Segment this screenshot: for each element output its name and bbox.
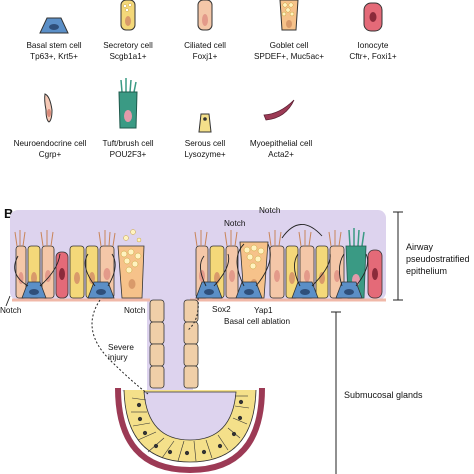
submucosal-label: Submucosal glands — [344, 390, 423, 400]
legend-ciliated-markers: Foxj1+ — [193, 52, 218, 61]
notch-label-top2: Notch — [259, 206, 281, 215]
ionocyte-right — [367, 249, 383, 299]
lineage-arrows-right — [200, 224, 369, 287]
submucosal-gland — [115, 387, 265, 474]
airway-label-3: epithelium — [406, 266, 447, 276]
panel-b-label: B — [4, 206, 13, 221]
legend-goblet-markers: SPDEF+, Muc5ac+ — [254, 52, 324, 61]
ciliated-cell-icon — [197, 0, 213, 31]
legend-serous-markers: Lysozyme+ — [184, 150, 226, 159]
notch-label-left: Notch — [0, 306, 22, 315]
legend-tuft-name: Tuft/brush cell — [102, 139, 153, 148]
gland-duct — [149, 299, 199, 389]
notch-label-mid: Notch — [124, 306, 146, 315]
airway-label-2: pseudostratified — [406, 254, 470, 264]
ionocyte-icon — [363, 2, 383, 32]
legend-basal-name: Basal stem cell — [26, 41, 81, 50]
sox2-label: Sox2 — [212, 305, 231, 314]
legend-myoepithelial-name: Myoepithelial cell — [250, 139, 313, 148]
ablation-arrow — [187, 297, 199, 331]
cilia-right — [194, 230, 342, 247]
secretory-cell-icon — [120, 0, 136, 31]
legend-basal-markers: Tp63+, Krt5+ — [30, 52, 78, 61]
basal-stem-cell-icon — [39, 17, 69, 34]
legend-ionocyte-name: Ionocyte — [358, 41, 389, 50]
ionocyte-left — [55, 251, 69, 299]
notch-label-top1: Notch — [224, 219, 246, 228]
goblet-cell-left — [117, 229, 145, 299]
legend-secretory-markers: Scgb1a1+ — [109, 52, 146, 61]
legend-ciliated-name: Ciliated cell — [184, 41, 226, 50]
severe-injury-label-1: Severe — [108, 343, 134, 352]
ciliated-cells-left — [15, 245, 115, 299]
epithelium-bracket — [393, 211, 403, 301]
goblet-cell-icon — [279, 0, 299, 31]
serous-cells — [131, 395, 250, 462]
airway-label-1: Airway — [406, 242, 434, 252]
cilia-left — [14, 230, 116, 247]
legend-neuroendocrine-markers: Cgrp+ — [39, 150, 62, 159]
yap1-label: Yap1 — [254, 306, 273, 315]
legend: Basal stem cell Tp63+, Krt5+ Secretory c… — [14, 0, 397, 159]
legend-secretory-name: Secretory cell — [103, 41, 153, 50]
basal-ablation-label: Basal cell ablation — [224, 317, 290, 326]
left-epithelium — [5, 229, 145, 307]
legend-tuft-markers: POU2F3+ — [110, 150, 147, 159]
right-epithelium — [194, 224, 383, 299]
lineage-arrows-left — [14, 253, 116, 287]
legend-neuroendocrine-name: Neuroendocrine cell — [14, 139, 87, 148]
legend-ionocyte-markers: Cftr+, Foxi1+ — [349, 52, 397, 61]
legend-myoepithelial-markers: Acta2+ — [268, 150, 294, 159]
severe-injury-label-2: injury — [108, 353, 128, 362]
submucosal-bracket — [331, 311, 341, 474]
neuroendocrine-cell-icon — [44, 93, 53, 123]
basal-cells-right — [195, 281, 363, 299]
tuft-cell-icon — [118, 78, 138, 129]
serous-cell-icon — [198, 113, 212, 133]
myoepithelial-cell-icon — [263, 99, 295, 121]
legend-goblet-name: Goblet cell — [270, 41, 309, 50]
notch-inhibition-left — [5, 295, 11, 307]
legend-serous-name: Serous cell — [185, 139, 226, 148]
